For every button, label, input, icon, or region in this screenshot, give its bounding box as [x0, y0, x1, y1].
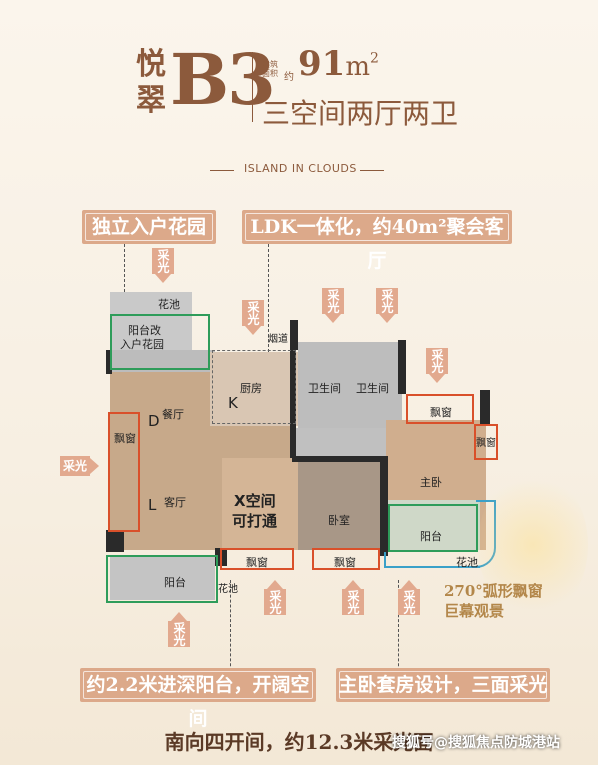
wall	[106, 350, 112, 374]
light-indicator-6: 采光	[60, 456, 90, 476]
light-arrow-8	[345, 580, 361, 589]
bay-master-top-outline	[406, 394, 474, 424]
light-indicator-9: 采光	[398, 589, 420, 615]
unit-code: B3	[170, 38, 276, 121]
bottom-banner: 南向四开间，约12.3米采光面	[164, 730, 434, 754]
connector-line-1	[124, 244, 125, 292]
room-balcony-master: 阳台	[420, 530, 442, 543]
light-indicator-2: 采光	[242, 300, 264, 326]
tag-balcony: 约2.2米进深阳台，开阔空间	[80, 668, 316, 730]
area-about: 约	[284, 72, 294, 83]
bedroom-area	[298, 458, 386, 550]
light-indicator-10: 采光	[168, 621, 190, 647]
light-indicator-3: 采光	[322, 288, 344, 314]
area-label: 建筑面积	[262, 60, 278, 78]
wall	[398, 340, 406, 394]
connector-line-2	[268, 244, 269, 362]
light-arrow-5	[429, 374, 445, 383]
light-arrow-2	[245, 326, 261, 335]
master-balcony-area	[386, 500, 480, 550]
light-arrow-4	[379, 314, 395, 323]
tag-master-suite: 主卧套房设计，三面采光	[336, 668, 550, 702]
hall-area	[296, 428, 386, 458]
project-en: ISLAND IN CLOUDS	[244, 162, 357, 175]
room-flower-pool-right: 花池	[456, 556, 478, 569]
title-separator	[252, 52, 253, 122]
room-kitchen: 厨房	[240, 382, 262, 395]
title-char-1: 悦	[136, 47, 166, 82]
wall	[290, 320, 298, 350]
tag-entrance-garden: 独立入户花园	[82, 210, 216, 244]
wall	[380, 456, 388, 556]
balcony-garden-area	[110, 292, 192, 350]
light-arrow-6	[90, 458, 99, 474]
light-arrow-7	[267, 580, 283, 589]
light-indicator-7: 采光	[264, 589, 286, 615]
bath-1-area	[298, 342, 350, 428]
room-x-space-1: X空间	[234, 492, 276, 510]
tag-ldk: LDK一体化，约40m²聚会客厅	[242, 210, 512, 272]
main-balcony-area	[110, 555, 215, 600]
flower-pool-right-outline	[384, 552, 480, 568]
light-indicator-5: 采光	[426, 348, 448, 374]
x-space-area	[222, 458, 298, 550]
light-indicator-1: 采光	[152, 248, 174, 274]
watermark: 搜狐号@搜狐焦点防城港站	[392, 735, 560, 751]
layout-text: 三空间两厅两卫	[262, 97, 459, 130]
kitchen-area	[210, 352, 298, 426]
sun-glow	[478, 470, 588, 620]
entry-corridor	[110, 350, 215, 372]
bay-left-outline	[108, 412, 140, 532]
room-dining: 餐厅	[162, 408, 184, 421]
title-char-2: 翠	[136, 83, 166, 118]
connector-line-3	[398, 580, 399, 676]
balcony-outline	[106, 555, 218, 603]
wall	[290, 350, 296, 458]
room-master: 主卧	[420, 476, 442, 489]
room-dining-letter: D	[148, 412, 160, 430]
area-value: 91m2	[298, 44, 379, 84]
arc-window-caption-2: 巨幕观景	[444, 602, 505, 620]
room-living: 客厅	[164, 496, 186, 509]
room-duct: 烟道	[268, 334, 288, 345]
divider-right	[360, 170, 384, 171]
wall	[292, 456, 388, 462]
room-bay-master-top: 飘窗	[430, 406, 452, 419]
room-bedroom: 卧室	[328, 514, 350, 527]
room-bath-1: 卫生间	[308, 382, 341, 395]
bay-bottom-1-outline	[220, 548, 294, 570]
room-bay-bottom-2: 飘窗	[334, 556, 356, 569]
room-flower-pool-bottom: 花池	[218, 584, 238, 595]
wall	[106, 530, 124, 552]
garden-outline	[110, 314, 210, 370]
room-bay-master-right: 飘窗	[476, 438, 496, 449]
room-bay-left: 飘窗	[114, 432, 136, 445]
light-arrow-10	[171, 612, 187, 621]
room-flower-pool-top: 花池	[158, 298, 180, 311]
room-bay-bottom-1: 飘窗	[246, 556, 268, 569]
room-x-space-2: 可打通	[232, 512, 278, 530]
room-balcony-garden-2: 入户花园	[120, 338, 164, 351]
light-arrow-9	[401, 580, 417, 589]
light-arrow-1	[155, 274, 171, 283]
wall	[480, 390, 490, 424]
bay-bottom-2-outline	[312, 548, 380, 570]
room-kitchen-letter: K	[228, 394, 238, 412]
light-indicator-4: 采光	[376, 288, 398, 314]
room-living-letter: L	[148, 496, 157, 514]
connector-line-4	[230, 580, 231, 676]
divider-left	[210, 170, 234, 171]
kitchen-dashed	[212, 350, 296, 424]
room-balcony-garden-1: 阳台改	[128, 324, 161, 337]
bath-2-area	[350, 342, 402, 428]
bay-master-right-outline	[474, 424, 498, 460]
light-indicator-8: 采光	[342, 589, 364, 615]
room-balcony-main: 阳台	[164, 576, 186, 589]
room-bath-2: 卫生间	[356, 382, 389, 395]
light-arrow-3	[325, 314, 341, 323]
arc-window-caption: 270°弧形飘窗	[444, 582, 543, 600]
